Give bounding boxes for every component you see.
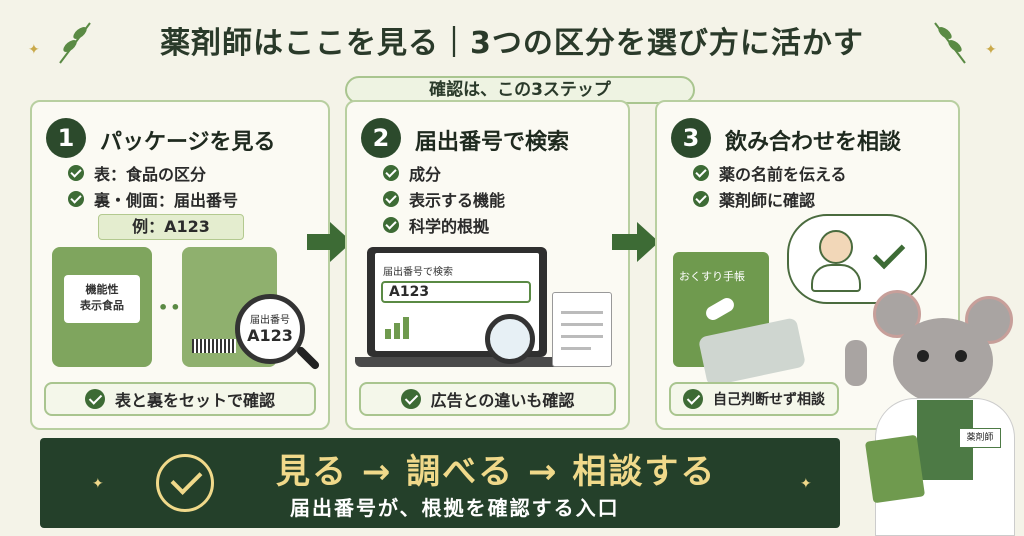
right-leaf-icon: [934, 22, 966, 64]
sparkle-icon: ✦: [985, 42, 997, 58]
search-input: A123: [381, 281, 531, 303]
step-title: 届出番号で検索: [415, 130, 570, 155]
arrow-right-icon: [637, 222, 659, 262]
arrow-body: [307, 234, 337, 250]
step-summary: 広告との違いも確認: [359, 382, 616, 416]
magnifier-handle: [295, 345, 321, 371]
sparkle-icon: ✦: [92, 476, 104, 492]
chinchilla-pharmacist-mascot: 薬剤師: [845, 290, 1020, 536]
magnifier-icon: 届出番号 A123: [235, 294, 305, 364]
check-item: 薬の名前を伝える: [693, 160, 847, 186]
laptop-screen: 届出番号で検索 A123: [375, 253, 539, 351]
check-item: 薬剤師に確認: [693, 186, 847, 212]
banner-subtitle: 届出番号が、根拠を確認する入口: [290, 496, 620, 520]
check-list: 成分 表示する機能 科学的根拠: [383, 160, 505, 238]
check-circle-icon: [400, 389, 421, 409]
step-number: 1: [46, 118, 86, 158]
step-summary: 表と裏をセットで確認: [44, 382, 316, 416]
sparkle-icon: ✦: [28, 42, 40, 58]
check-icon: [68, 191, 84, 207]
step-number: 3: [671, 118, 711, 158]
speech-bubble: [787, 214, 927, 304]
barcode-icon: [192, 339, 236, 353]
document-icon: [552, 292, 612, 367]
check-item: 表示する機能: [383, 186, 505, 212]
mascot-head: [893, 318, 993, 404]
handbook-title: おくすり手帳: [679, 270, 745, 283]
pill-icon: [703, 295, 737, 323]
bar-chart-icon: [385, 315, 415, 339]
check-list: 薬の名前を伝える 薬剤師に確認: [693, 160, 847, 212]
mascot-eye: [917, 350, 929, 362]
steps-label: 確認は、この3ステップ: [345, 76, 695, 104]
check-list: 表：食品の区分 裏・側面：届出番号: [68, 160, 238, 212]
step-panel-2: 2 届出番号で検索 成分 表示する機能 科学的根拠 届出番号で検索 A123 広…: [345, 100, 630, 430]
step-title: 飲み合わせを相談: [725, 130, 902, 155]
check-item: 科学的根拠: [383, 212, 505, 238]
laptop-base: [355, 357, 560, 367]
example-label: 例：A123: [98, 214, 244, 240]
banner-headline: 見る → 調べる → 相談する: [276, 452, 717, 492]
sparkle-icon: ✦: [800, 476, 812, 492]
check-circle-icon: [156, 454, 214, 512]
mascot-ear-left: [873, 290, 921, 338]
check-item: 裏・側面：届出番号: [68, 186, 238, 212]
summary-banner: ✦ ✦ 見る → 調べる → 相談する 届出番号が、根拠を確認する入口: [40, 438, 840, 528]
check-icon: [383, 191, 399, 207]
checkmark-icon: [872, 236, 906, 270]
name-badge: 薬剤師: [959, 428, 1001, 448]
step-panel-3: 3 飲み合わせを相談 薬の名前を伝える 薬剤師に確認 おくすり手帳 自己判断せず…: [655, 100, 960, 430]
pharmacist-body-icon: [811, 264, 861, 292]
check-icon: [383, 165, 399, 181]
arrow-body: [612, 234, 642, 250]
step-panel-1: 1 パッケージを見る 表：食品の区分 裏・側面：届出番号 例：A123 機能性 …: [30, 100, 330, 430]
check-item: 表：食品の区分: [68, 160, 238, 186]
mascot-pointing-hand: [845, 340, 867, 386]
step-title: パッケージを見る: [100, 130, 276, 155]
check-circle-icon: [683, 389, 703, 409]
package-front-image: 機能性 表示食品: [52, 247, 152, 367]
check-icon: [68, 165, 84, 181]
laptop-image: 届出番号で検索 A123: [367, 247, 547, 357]
check-icon: [693, 165, 709, 181]
magnifier-icon: [485, 314, 535, 364]
check-icon: [383, 217, 399, 233]
page-title: 薬剤師はここを見る｜3つの区分を選び方に活かす: [160, 26, 864, 61]
check-icon: [693, 191, 709, 207]
pharmacist-avatar-icon: [819, 230, 853, 264]
search-title: 届出番号で検索: [383, 267, 453, 278]
check-item: 成分: [383, 160, 505, 186]
step-summary: 自己判断せず相談: [669, 382, 839, 416]
mascot-eye: [955, 350, 967, 362]
step-number: 2: [361, 118, 401, 158]
check-circle-icon: [84, 389, 105, 409]
left-leaf-icon: [59, 22, 91, 64]
package-front-label: 機能性 表示食品: [64, 275, 140, 323]
mascot-clipboard: [864, 434, 926, 504]
